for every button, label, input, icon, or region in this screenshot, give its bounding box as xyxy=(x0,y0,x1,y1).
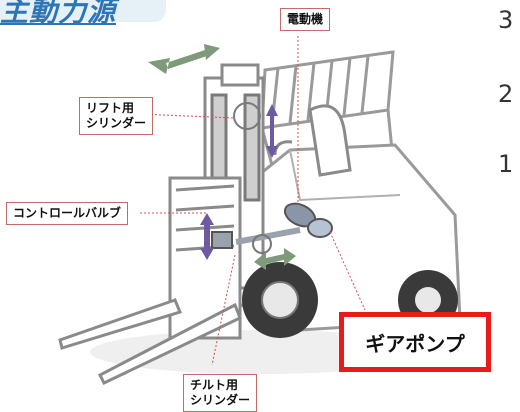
control-valve-component xyxy=(211,231,233,249)
motor-label: 電動機 xyxy=(280,8,331,31)
gear-pump-label: ギアポンプ xyxy=(365,331,465,356)
arrows xyxy=(148,44,296,270)
side-number-3: 3 xyxy=(498,6,514,34)
side-number-1: 1 xyxy=(498,150,514,178)
side-number-2: 2 xyxy=(498,80,514,108)
lift-cylinder-label: リフト用 シリンダー xyxy=(79,97,154,135)
title-banner: 主動力源 xyxy=(0,0,166,28)
banner-title: 主動力源 xyxy=(0,0,117,28)
tilt-cylinder-component xyxy=(235,227,301,254)
gear-pump-highlight-box: ギアポンプ xyxy=(339,312,491,372)
motor-component xyxy=(283,202,333,238)
forks xyxy=(58,298,242,385)
control-valve-label: コントロールバルブ xyxy=(6,202,129,225)
tilt-cylinder-label: チルト用 シリンダー xyxy=(183,374,258,412)
leader-lines xyxy=(138,36,366,366)
seat xyxy=(308,104,352,177)
